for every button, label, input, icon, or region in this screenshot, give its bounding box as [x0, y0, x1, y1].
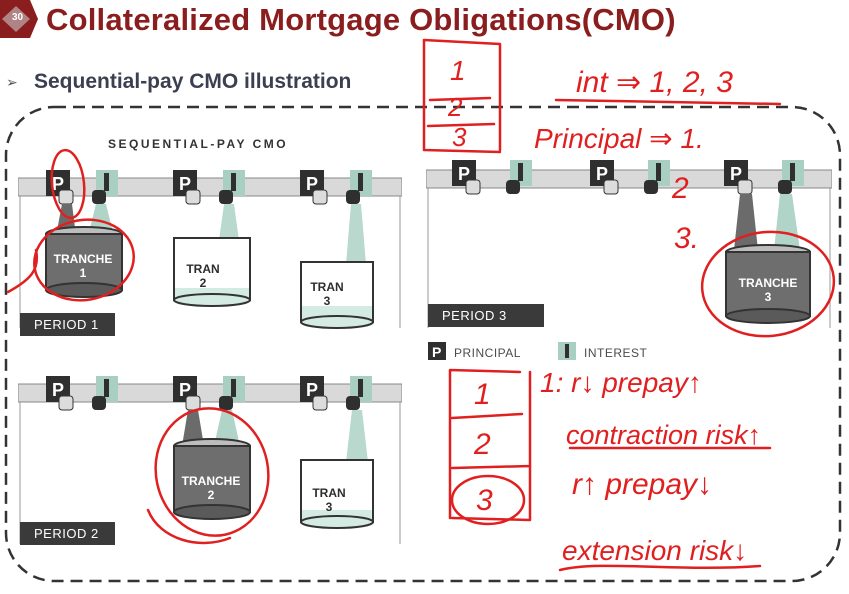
- figure-caption: SEQUENTIAL-PAY CMO: [108, 137, 289, 151]
- stack-bottom-3: 3: [476, 484, 493, 517]
- principal-legend-icon: P: [428, 342, 446, 360]
- slide-number-badge: [0, 0, 38, 38]
- period-label-1: PERIOD 1: [20, 313, 115, 336]
- stack-top-1: 1: [450, 55, 466, 86]
- bullet-arrow-icon: ➢: [6, 74, 18, 90]
- tank-label-p1-t2: TRAN 2: [186, 262, 220, 290]
- principal-extra-2: 2: [671, 172, 689, 205]
- stack-bottom-2: 2: [473, 428, 491, 461]
- svg-text:P: P: [730, 164, 742, 184]
- panel-period-2: P P P: [18, 362, 402, 548]
- panel-period-1: P P P: [18, 128, 402, 344]
- tank-tranche-3: [300, 261, 374, 329]
- slide-title: Collateralized Mortgage Obligations(CMO): [46, 2, 676, 37]
- note-line-4: extension risk↓: [562, 535, 747, 566]
- tank-tranche-3: [300, 459, 374, 529]
- tank-label-p2-t2: TRANCHE 2: [181, 474, 241, 502]
- tank-tranche-3: [725, 244, 811, 324]
- svg-text:P: P: [596, 164, 608, 184]
- valve-pair-3: P: [724, 160, 804, 195]
- slide-number: 30: [12, 12, 24, 23]
- valve-pair-1: P: [46, 376, 118, 411]
- stack-bottom-1: 1: [474, 378, 491, 411]
- principal-extra-3: 3.: [674, 222, 699, 255]
- note-line-1: 1: r↓ prepay↑: [540, 367, 702, 398]
- svg-text:P: P: [52, 380, 64, 400]
- svg-text:P: P: [306, 380, 318, 400]
- valve-pair-1: P: [452, 160, 532, 195]
- svg-text:P: P: [458, 164, 470, 184]
- note-line-2: contraction risk↑: [566, 420, 761, 450]
- valve-pair-3: P: [300, 376, 372, 411]
- tank-tranche-2: [173, 237, 251, 307]
- tank-label-p2-t3: TRAN 3: [312, 486, 346, 514]
- valve-pair-2: P: [590, 160, 670, 195]
- svg-text:P: P: [432, 344, 441, 360]
- period-label-2: PERIOD 2: [20, 522, 115, 545]
- tank-label-p1-t3: TRAN 3: [310, 280, 344, 308]
- tank-label-p1-t1: TRANCHE 1: [53, 252, 113, 280]
- period-label-3: PERIOD 3: [428, 304, 544, 327]
- principal-line: Principal ⇒ 1.: [534, 123, 704, 154]
- note-line-3: r↑ prepay↓: [572, 468, 712, 501]
- legend-interest: INTEREST: [584, 346, 648, 360]
- panel-period-3: P P P: [426, 152, 832, 332]
- interest-legend-icon: [558, 342, 576, 360]
- int-line: int ⇒ 1, 2, 3: [576, 66, 733, 99]
- tank-label-p3-t3: TRANCHE 3: [738, 276, 798, 304]
- stack-top-2: 2: [447, 92, 463, 122]
- svg-text:P: P: [52, 174, 64, 194]
- legend-principal: PRINCIPAL: [454, 346, 521, 360]
- svg-text:P: P: [306, 174, 318, 194]
- svg-text:P: P: [179, 174, 191, 194]
- valve-pair-2: P: [173, 170, 245, 205]
- stack-top-3: 3: [452, 122, 467, 152]
- valve-pair-3: P: [300, 170, 372, 205]
- tank-tranche-1: [45, 226, 123, 298]
- svg-text:P: P: [179, 380, 191, 400]
- tank-tranche-2: [173, 438, 251, 520]
- slide-subtitle: Sequential-pay CMO illustration: [34, 70, 352, 93]
